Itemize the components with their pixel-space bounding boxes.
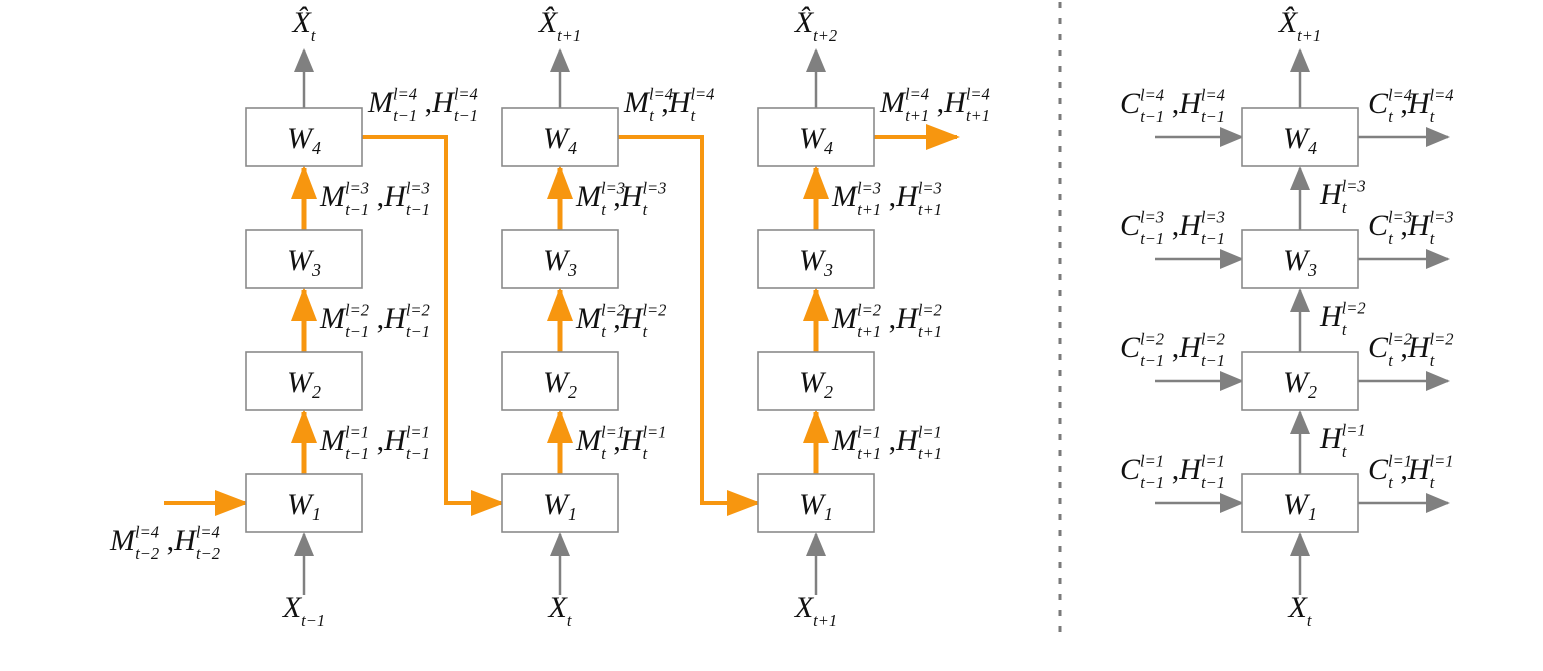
col1-w4-box	[501, 107, 619, 167]
col2-w2-box	[757, 351, 875, 411]
col1-w4-label: W4	[543, 122, 577, 158]
col0-w1-box	[245, 473, 363, 533]
col2-w2-label: W2	[799, 366, 833, 402]
right-w4-box	[1241, 107, 1359, 167]
col1-state-l3: Ml=3t​ ,Hl=3t​	[575, 178, 666, 219]
zigzag-connector-2	[618, 135, 761, 516]
col0-state-l3: Ml=3t−1​ ,Hl=3t−1​	[319, 178, 430, 219]
right-in-label-l2: Cl=2t−1​ ,Hl=2t−1​	[1120, 329, 1225, 370]
col0-w2-label: W2	[287, 366, 321, 402]
initial-state-label: Ml=4t−2​ ,Hl=4t−2​	[109, 522, 220, 563]
col2-w4-box	[757, 107, 875, 167]
col2-output-label: X̂t+2​	[794, 6, 837, 45]
right-w3-box	[1241, 229, 1359, 289]
right-hidden-l1: Hl=1t​	[1319, 420, 1366, 461]
col1-w3-label: W3	[543, 244, 577, 280]
right-w4-label: W4	[1283, 122, 1317, 158]
col0-w3-label: W3	[287, 244, 321, 280]
col2-state-l1: Ml=1t+1​ ,Hl=1t+1​	[831, 422, 942, 463]
col2-w3-label: W3	[799, 244, 833, 280]
right-out-label-l1: Cl=1t​ ,Hl=1t​	[1368, 451, 1453, 492]
right-w3-label: W3	[1283, 244, 1317, 280]
col1-state-l2: Ml=2t​ ,Hl=2t​	[575, 300, 666, 341]
right-out-label-l2: Cl=2t​ ,Hl=2t​	[1368, 329, 1453, 370]
right-w1-box	[1241, 473, 1359, 533]
right-hidden-l2: Hl=2t​	[1319, 298, 1366, 339]
col2-w1-label: W1	[799, 488, 833, 524]
right-in-label-l3: Cl=3t−1​ ,Hl=3t−1​	[1120, 207, 1225, 248]
col1-w2-box	[501, 351, 619, 411]
col0-w4-box	[245, 107, 363, 167]
col1-w1-box	[501, 473, 619, 533]
col2-w1-box	[757, 473, 875, 533]
right-hidden-l3: Hl=3t​	[1319, 176, 1366, 217]
col1-state-l1: Ml=1t​ ,Hl=1t​	[575, 422, 666, 463]
col2-state-l2: Ml=2t+1​ ,Hl=2t+1​	[831, 300, 942, 341]
zigzag-connector-1	[362, 135, 505, 516]
right-w2-box	[1241, 351, 1359, 411]
col0-w4-label: W4	[287, 122, 321, 158]
col1-input-label: Xt​	[548, 591, 572, 630]
col0-w3-box	[245, 229, 363, 289]
col0-state-l1: Ml=1t−1​ ,Hl=1t−1​	[319, 422, 430, 463]
right-in-label-l1: Cl=1t−1​ ,Hl=1t−1​	[1120, 451, 1225, 492]
connections-layer	[164, 2, 1450, 632]
right-output-label: X̂t+1​	[1278, 6, 1321, 45]
labels-layer: Xt−1​ X̂t​ Ml=1t−1​ ,Hl=1t−1​ Ml=2t−1​ ,Hl=…	[109, 6, 1453, 630]
col1-w3-box	[501, 229, 619, 289]
col1-w2-label: W2	[543, 366, 577, 402]
col0-output-label: X̂t​	[292, 6, 316, 45]
col1-state-l4: Ml=4t​ ,Hl=4t​	[623, 84, 714, 125]
col0-w2-box	[245, 351, 363, 411]
col0-input-label: Xt−1​	[282, 591, 325, 630]
col2-input-label: Xt+1​	[794, 591, 837, 630]
col2-w4-label: W4	[799, 122, 833, 158]
col2-state-l3: Ml=3t+1​ ,Hl=3t+1​	[831, 178, 942, 219]
right-input-label: Xt​	[1288, 591, 1312, 630]
col0-state-l4: Ml=4t−1​ ,Hl=4t−1​	[367, 84, 478, 125]
right-in-label-l4: Cl=4t−1​ ,Hl=4t−1​	[1120, 85, 1225, 126]
right-out-label-l4: Cl=4t​ ,Hl=4t​	[1368, 85, 1453, 126]
right-out-label-l3: Cl=3t​ ,Hl=3t​	[1368, 207, 1453, 248]
col0-state-l2: Ml=2t−1​ ,Hl=2t−1​	[319, 300, 430, 341]
col2-w3-box	[757, 229, 875, 289]
col1-w1-label: W1	[543, 488, 577, 524]
right-w1-label: W1	[1283, 488, 1317, 524]
col2-state-l4: Ml=4t+1​ ,Hl=4t+1​	[879, 84, 990, 125]
col1-output-label: X̂t+1​	[538, 6, 581, 45]
right-w2-label: W2	[1283, 366, 1317, 402]
col0-w1-label: W1	[287, 488, 321, 524]
